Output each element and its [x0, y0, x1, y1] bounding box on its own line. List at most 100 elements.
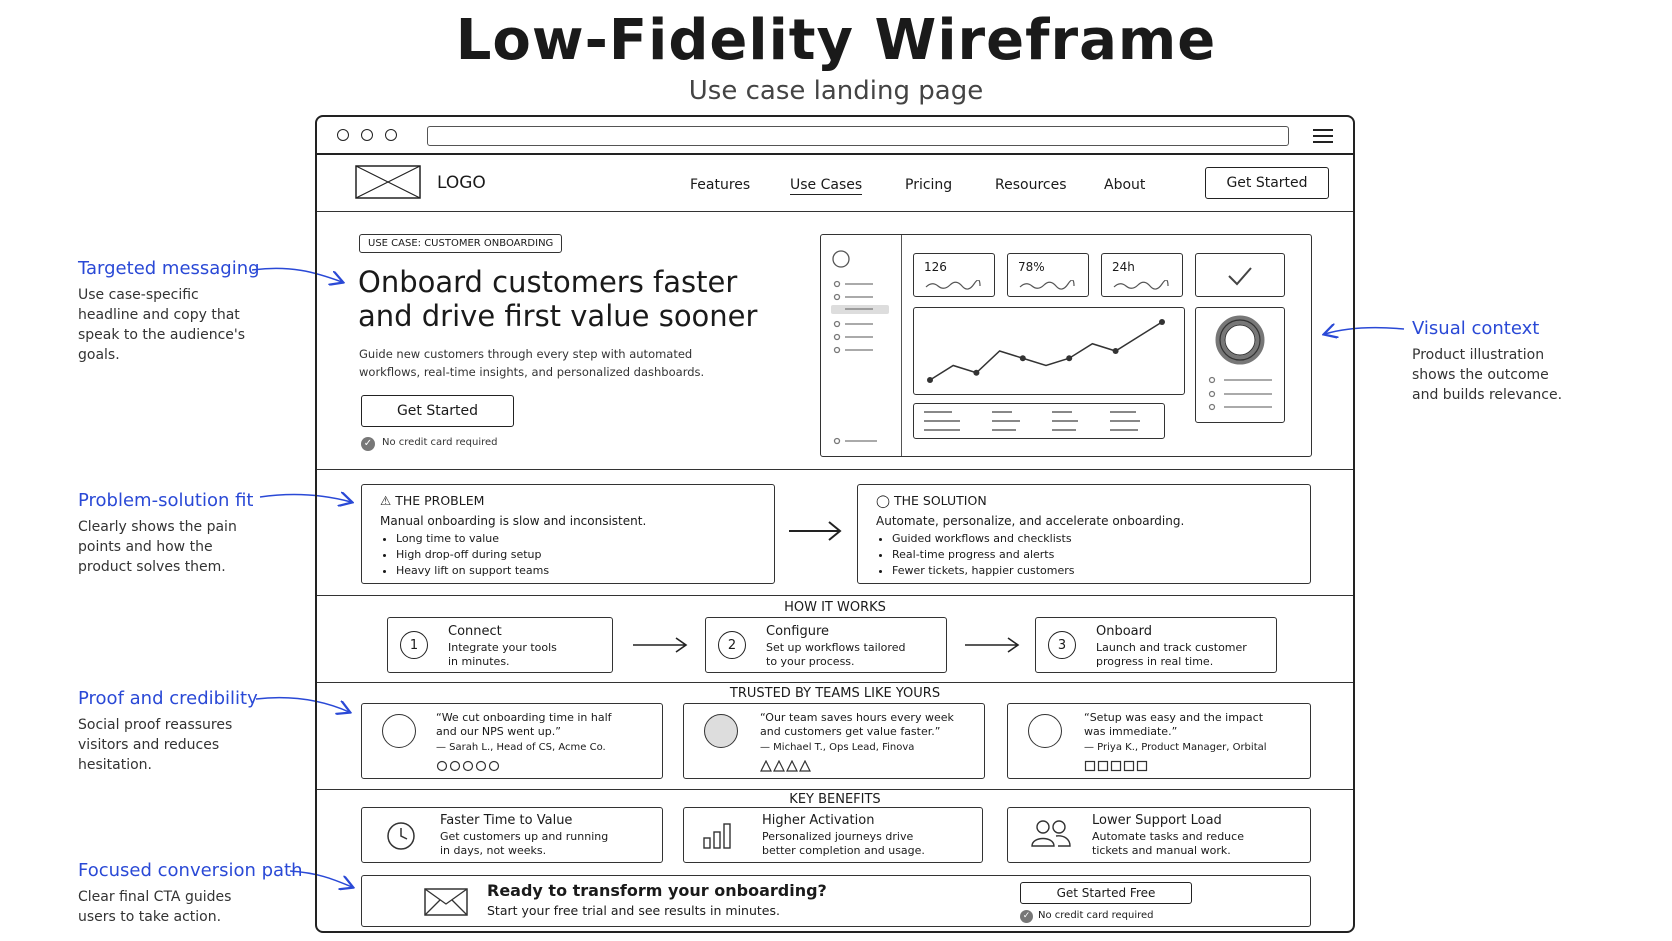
use-case-tag: USE CASE: CUSTOMER ONBOARDING	[359, 234, 563, 253]
check-icon: ✓	[361, 437, 375, 451]
annotation-title: Visual context	[1412, 318, 1540, 339]
hero-copy: Guide new customers through every step w…	[359, 345, 704, 381]
problem-bullets: Long time to value High drop-off during …	[380, 531, 756, 579]
quote-line: “Our team saves hours every week	[760, 711, 954, 724]
benefit-text-line: tickets and manual work.	[1092, 844, 1231, 857]
chart-point	[1066, 355, 1073, 362]
stat-value: 24h	[1112, 260, 1135, 274]
chart-point	[973, 369, 980, 376]
nav-item-pricing[interactable]: Pricing	[905, 177, 953, 193]
hero-headline-line: and drive first value sooner	[358, 299, 758, 333]
rating-square-icon	[1110, 760, 1122, 772]
checkmark-icon	[1228, 267, 1252, 286]
nav-item-about[interactable]: About	[1104, 177, 1146, 193]
quote-line: and our NPS went up.”	[436, 725, 561, 738]
step-number: 2	[718, 631, 746, 659]
rating-square-icon	[1136, 760, 1148, 772]
rating-icons	[1084, 760, 1148, 772]
sparkline	[925, 280, 981, 290]
step-title: Configure	[766, 624, 830, 639]
arrow-proof	[255, 696, 349, 712]
list-item: Long time to value	[396, 531, 756, 547]
nav-item-use-cases[interactable]: Use Cases	[790, 177, 863, 195]
benefit-title: Faster Time to Value	[440, 813, 573, 828]
users-icon	[1031, 820, 1071, 847]
window-dot-icon[interactable]	[361, 129, 373, 141]
annotation-text: Clearly shows the pain points and how th…	[78, 519, 237, 575]
hero-headline-line: Onboard customers faster	[358, 265, 738, 299]
stat-value: 126	[924, 260, 947, 274]
warning-icon: ⚠	[380, 493, 392, 508]
solution-bullets: Guided workflows and checklists Real-tim…	[876, 531, 1292, 579]
nav-item-features[interactable]: Features	[690, 177, 751, 193]
chart-line	[929, 321, 1163, 381]
hero-copy-line: Guide new customers through every step w…	[359, 347, 693, 361]
hero-get-started-button[interactable]: Get Started	[361, 395, 514, 427]
arrow-right-icon	[633, 637, 688, 653]
divider	[317, 789, 1353, 790]
benefit-text-line: Get customers up and running	[440, 830, 609, 843]
hero-copy-line: workflows, real-time insights, and perso…	[359, 365, 705, 379]
logo-image-icon	[355, 165, 421, 199]
window-dot-icon[interactable]	[385, 129, 397, 141]
bar-chart-icon	[703, 823, 731, 849]
donut-chart-icon	[1208, 315, 1272, 411]
address-bar[interactable]	[427, 126, 1289, 146]
donut-card	[1195, 307, 1285, 423]
window-dot-icon[interactable]	[337, 129, 349, 141]
benefit-text-line: Automate tasks and reduce	[1092, 830, 1244, 843]
chart-point	[1019, 355, 1026, 362]
step-title: Connect	[448, 624, 502, 639]
rating-triangle-icon	[786, 760, 798, 772]
list-item: Real-time progress and alerts	[892, 547, 1292, 563]
quote-line: and customers get value faster.”	[760, 725, 941, 738]
annotation-problem: Problem-solution fit Clearly shows the p…	[78, 490, 253, 577]
trusted-label: TRUSTED BY TEAMS LIKE YOURS	[729, 686, 941, 701]
benefit-card: Faster Time to Value Get customers up an…	[361, 807, 663, 863]
envelope-icon	[424, 888, 468, 916]
annotation-visual: Visual context Product illustration show…	[1412, 318, 1572, 405]
rating-square-icon	[1084, 760, 1096, 772]
rating-circle-icon	[436, 760, 448, 772]
rating-triangle-icon	[760, 760, 772, 772]
rating-triangle-icon	[773, 760, 785, 772]
problem-header: ⚠ THE PROBLEM	[380, 493, 756, 508]
nav-item-resources[interactable]: Resources	[995, 177, 1067, 193]
benefit-title: Lower Support Load	[1092, 813, 1222, 828]
logo-text[interactable]: LOGO	[437, 173, 486, 193]
avatar	[1028, 714, 1062, 748]
annotation-title: Focused conversion path	[78, 860, 303, 881]
divider	[317, 682, 1353, 683]
hero-note: No credit card required	[382, 437, 498, 448]
stat-card: 126	[913, 253, 995, 297]
arrow-problem	[259, 495, 351, 502]
browser-chrome	[317, 117, 1353, 155]
benefit-text-line: better completion and usage.	[762, 844, 925, 857]
rating-circle-icon	[462, 760, 474, 772]
list-item: Heavy lift on support teams	[396, 563, 756, 579]
arrow-right-icon	[965, 637, 1020, 653]
get-started-free-button[interactable]: Get Started Free	[1020, 882, 1192, 904]
nav-get-started-button[interactable]: Get Started	[1205, 167, 1329, 199]
step-text-line: to your process.	[766, 655, 855, 668]
check-card	[1195, 253, 1285, 297]
arrow-conversion	[289, 870, 352, 887]
list-item: Fewer tickets, happier customers	[892, 563, 1292, 579]
problem-lead: Manual onboarding is slow and inconsiste…	[380, 514, 647, 528]
hamburger-menu-icon[interactable]	[1313, 129, 1333, 147]
annotation-text: Product illustration shows the outcome a…	[1412, 347, 1563, 403]
page-subtitle: Use case landing page	[688, 76, 984, 106]
chart-point	[1112, 348, 1119, 354]
list-item: Guided workflows and checklists	[892, 531, 1292, 547]
rating-square-icon	[1097, 760, 1109, 772]
testimonial-author: — Priya K., Product Manager, Orbital	[1084, 742, 1267, 753]
rating-circle-icon	[449, 760, 461, 772]
rating-triangle-icon	[799, 760, 811, 772]
